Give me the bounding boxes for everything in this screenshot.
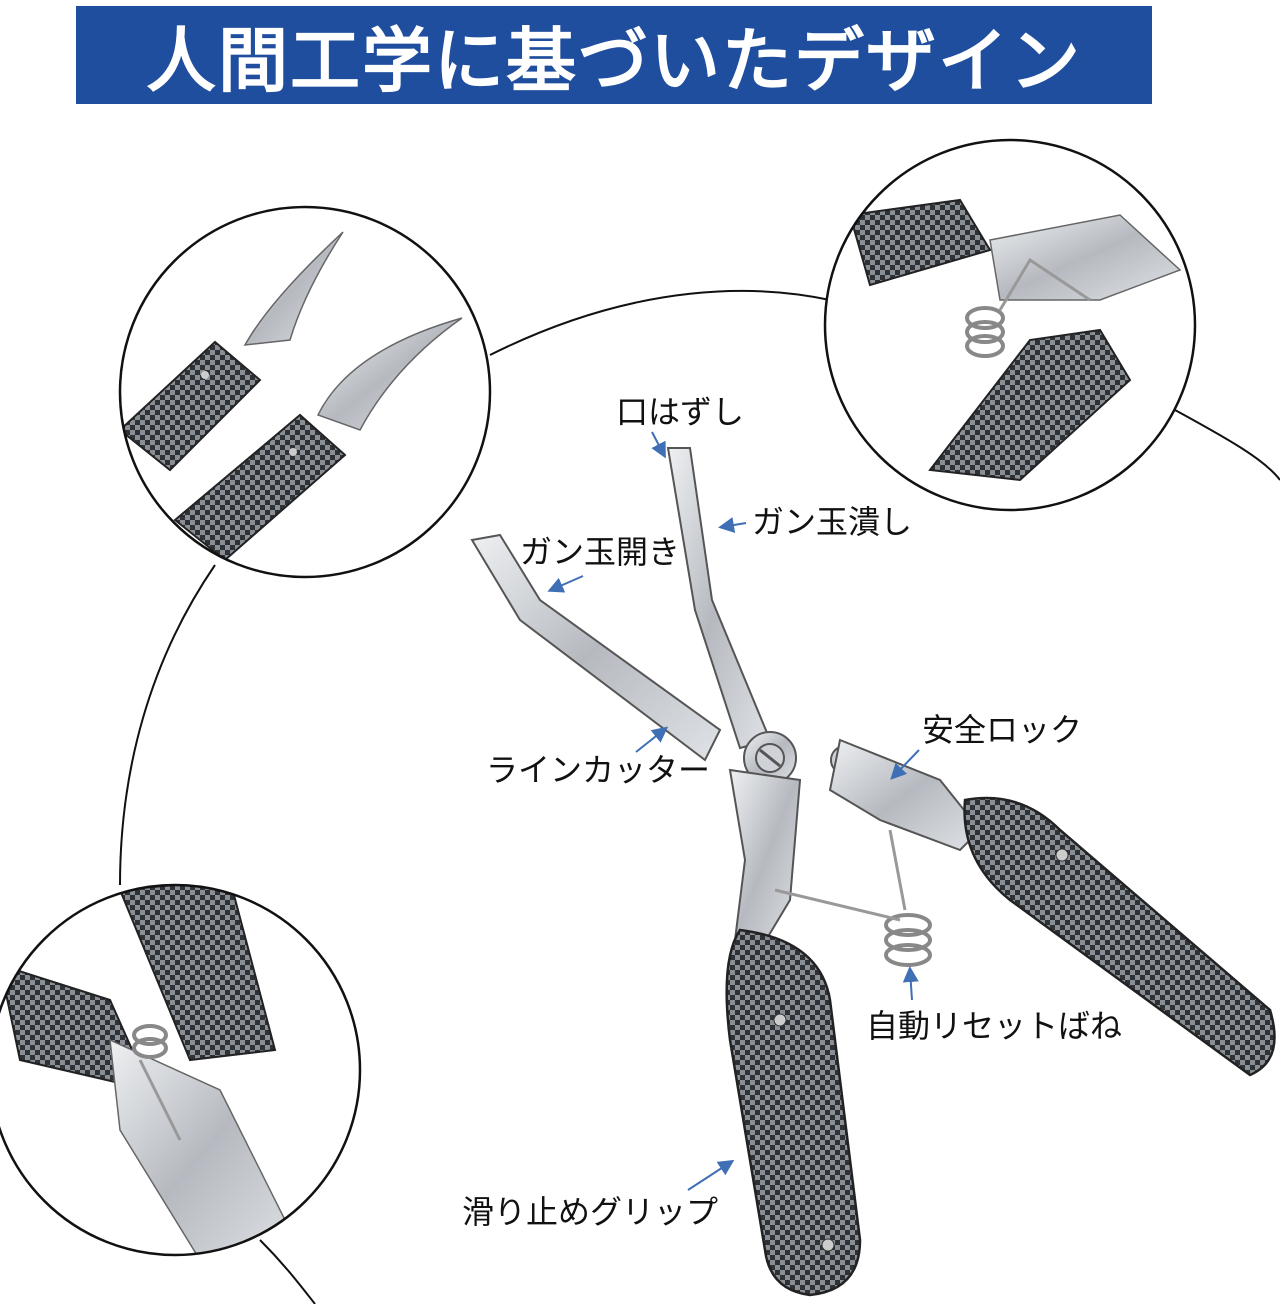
connector-arc xyxy=(489,289,831,356)
callout-arrows xyxy=(547,431,920,1191)
label-line-cutter: ラインカッター xyxy=(486,751,711,789)
handle-detail-inset xyxy=(0,883,362,1257)
spring-detail-inset xyxy=(823,138,1197,512)
label-mouth-remover: 口はずし xyxy=(616,393,745,431)
connector-arc xyxy=(1174,409,1280,481)
label-auto-reset-spring: 自動リセットばね xyxy=(866,1007,1123,1045)
connector-arc xyxy=(119,564,216,886)
label-non-slip-grip: 滑り止めグリップ xyxy=(462,1193,719,1231)
connector-arc xyxy=(259,1239,316,1304)
banner-title: 人間工学に基づいたデザイン xyxy=(146,19,1082,102)
knife-detail-inset xyxy=(118,205,492,579)
title-banner: 人間工学に基づいたデザイン xyxy=(76,6,1152,104)
label-safety-lock: 安全ロック xyxy=(922,711,1083,749)
label-split-shot-crusher: ガン玉潰し xyxy=(752,503,913,541)
label-split-shot-opener: ガン玉開き xyxy=(520,533,681,571)
pliers-photo xyxy=(470,447,1276,1297)
